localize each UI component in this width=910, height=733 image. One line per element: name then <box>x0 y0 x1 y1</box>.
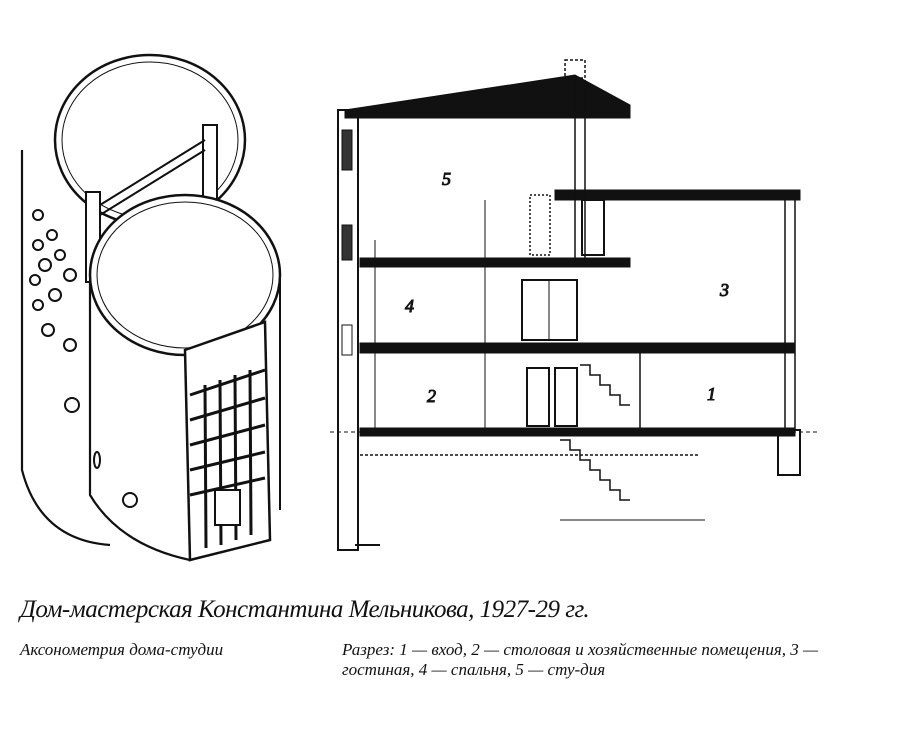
stairs <box>560 439 630 501</box>
door <box>554 367 578 427</box>
round-windows <box>29 209 138 508</box>
entrance-door <box>214 489 241 526</box>
section-drawing: 1 2 3 4 5 <box>330 59 820 551</box>
room-label-3: 3 <box>719 280 729 300</box>
axonometry-drawing <box>20 53 282 562</box>
room-label-5: 5 <box>442 169 451 189</box>
room-label-1: 1 <box>707 384 716 404</box>
axonometry-caption: Аксонометрия дома-студии <box>20 640 224 659</box>
room-label-2: 2 <box>427 386 436 406</box>
floor-slab <box>359 257 631 268</box>
room-label-4: 4 <box>405 296 414 316</box>
floor-slab <box>359 342 796 354</box>
figure-title: Дом-мастерская Константина Мельникова, 1… <box>20 596 590 623</box>
left-wall <box>337 109 359 551</box>
stairs <box>580 364 630 406</box>
section-caption: Разрез: 1 — вход, 2 — столовая и хозяйст… <box>342 640 819 679</box>
floor-slab <box>554 189 801 201</box>
walls <box>330 80 820 456</box>
door <box>526 367 550 427</box>
drawings: 1 2 3 4 5 <box>20 53 820 562</box>
window <box>581 199 605 256</box>
roof <box>344 74 631 119</box>
